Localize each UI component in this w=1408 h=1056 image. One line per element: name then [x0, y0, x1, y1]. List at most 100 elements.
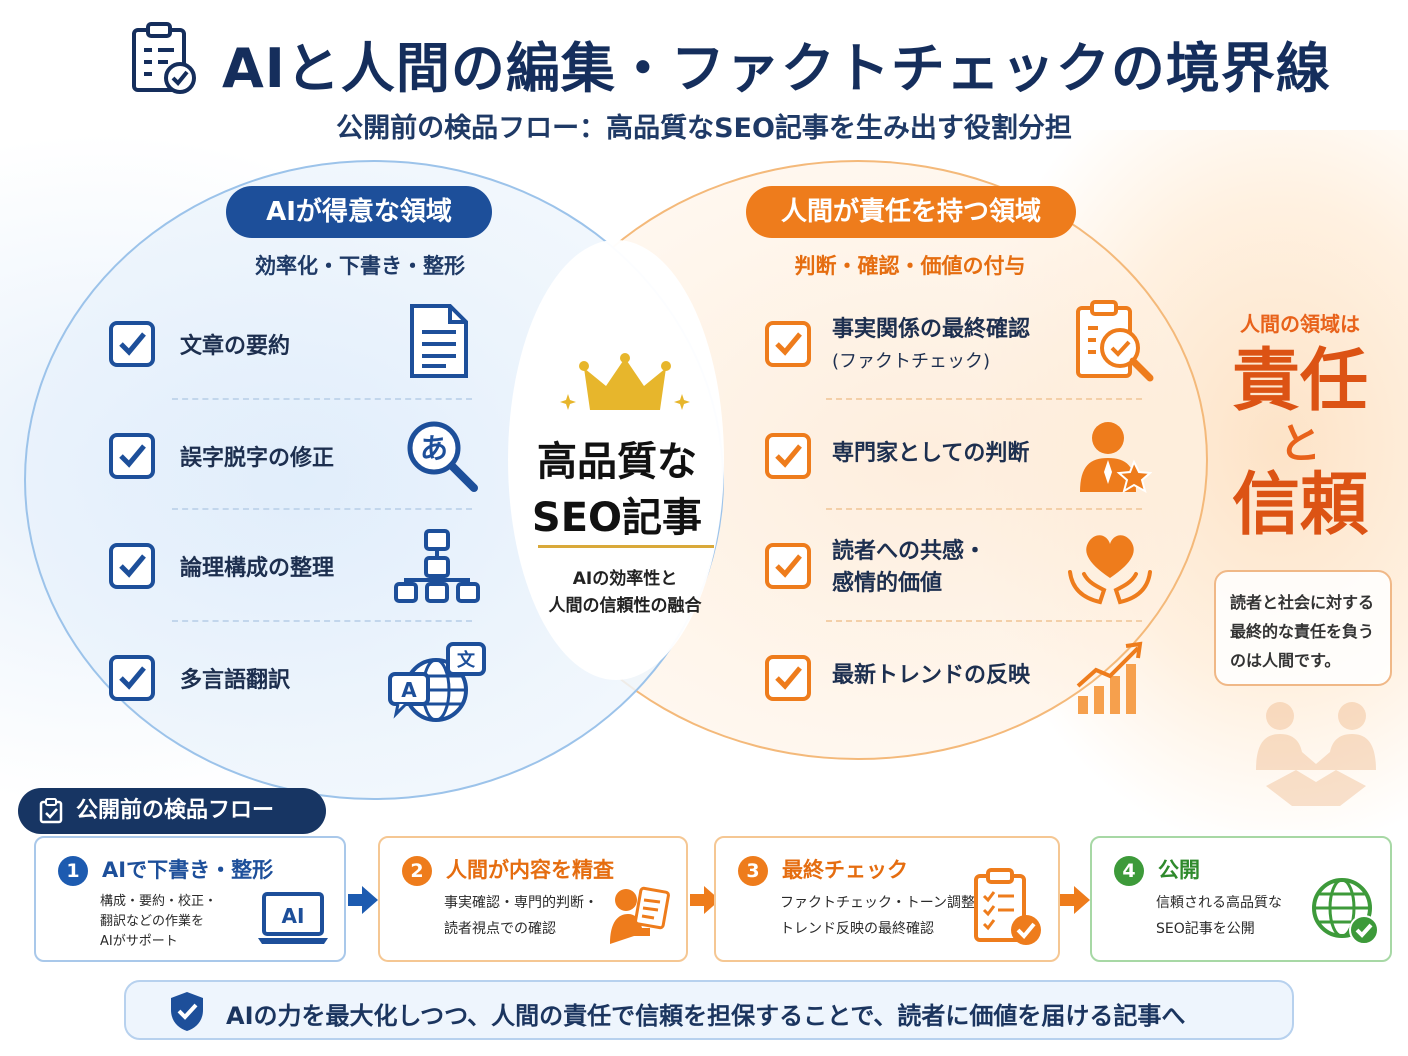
bottom-banner: [124, 980, 1294, 1040]
heart-hands-icon: [1068, 535, 1152, 605]
human-item: 事実関係の最終確認 (ファクトチェック): [764, 306, 1064, 376]
checkbox-icon: [109, 321, 155, 367]
checkbox-icon: [765, 543, 811, 589]
human-item-line: 事実関係の最終確認: [832, 317, 1031, 342]
laptop-badge: AI: [282, 904, 305, 928]
checklist-icon: [974, 868, 1041, 945]
step-desc-line: 翻訳などの作業を: [100, 914, 205, 929]
arrow-right-icon: [348, 886, 378, 914]
divider: [172, 620, 472, 622]
step-title: 最終チェック: [782, 858, 908, 882]
step-desc-line: AIがサポート: [100, 934, 178, 949]
ai-zone-title: AIが得意な領域: [226, 186, 492, 238]
checkbox-icon: [109, 655, 155, 701]
center-desc-line: 人間の信頼性の融合: [548, 596, 702, 616]
human-item: 読者への共感・ 感情的価値: [764, 528, 1064, 598]
human-item-label: 事実関係の最終確認 (ファクトチェック): [832, 314, 1030, 378]
human-item-label: 読者への共感・ 感情的価値: [832, 536, 986, 600]
human-item-label: 専門家としての判断: [832, 438, 1029, 470]
right-panel-intro: 人間の領域は: [1240, 312, 1360, 336]
keyword-trust: 信頼: [1231, 466, 1368, 545]
checkbox-icon: [765, 655, 811, 701]
step-number: 3: [738, 856, 768, 886]
step-title: 公開: [1158, 858, 1200, 882]
human-item-line: 最新トレンドの反映: [832, 663, 1031, 688]
step-desc-line: 読者視点での確認: [444, 921, 556, 937]
person-review-icon: [610, 886, 670, 944]
divider: [172, 508, 472, 510]
ai-item: 文章の要約: [108, 306, 488, 376]
ai-item: 多言語翻訳: [108, 640, 488, 710]
flow-step-3: 3 最終チェック ファクトチェック・トーン調整・ トレンド反映の最終確認: [714, 836, 1060, 962]
overlap-area: [508, 240, 724, 680]
arrow-right-icon: [1060, 886, 1090, 914]
human-item: 専門家としての判断: [764, 418, 1064, 488]
step-title: AIで下書き・整形: [102, 858, 274, 882]
checkbox-icon: [109, 433, 155, 479]
step-desc-line: SEO記事を公開: [1156, 921, 1255, 937]
flow-label: 公開前の検品フロー: [18, 788, 326, 834]
step-number: 4: [1114, 856, 1144, 886]
magnifier-a-icon: あ: [407, 421, 478, 492]
center-description: AIの効率性と 人間の信頼性の融合: [522, 566, 728, 620]
shield-check-icon: [171, 992, 203, 1031]
ai-item: 論理構成の整理: [108, 528, 488, 598]
handshake-icon: [1256, 702, 1376, 806]
arrow-right-icon: [690, 886, 720, 914]
human-item-line: 読者への共感・: [832, 539, 987, 564]
crown-icon: [560, 353, 690, 410]
checkbox-icon: [109, 543, 155, 589]
document-icon: [410, 304, 468, 378]
hierarchy-icon: [394, 529, 480, 603]
ai-item-label: 文章の要約: [180, 334, 291, 359]
clipboard-check-icon: [132, 22, 196, 94]
page-subtitle: 公開前の検品フロー：高品質なSEO記事を生み出す役割分担: [336, 113, 1072, 144]
step-desc-line: ファクトチェック・トーン調整・: [780, 895, 990, 911]
page-title: AIと人間の編集・ファクトチェックの境界線: [222, 37, 1331, 100]
flow-step-1: 1 AIで下書き・整形 構成・要約・校正・ 翻訳などの作業を AIがサポート A…: [34, 836, 346, 962]
step-description: 事実確認・専門的判断・ 読者視点での確認: [444, 890, 598, 942]
flow-step-4: 4 公開 信頼される高品質な SEO記事を公開: [1090, 836, 1392, 962]
center-divider: [538, 545, 714, 548]
step-desc-line: 事実確認・専門的判断・: [444, 895, 598, 911]
step-description: 構成・要約・校正・ 翻訳などの作業を AIがサポート: [100, 892, 217, 952]
ai-item-label: 多言語翻訳: [180, 668, 291, 693]
divider: [826, 398, 1142, 400]
step-description: 信頼される高品質な SEO記事を公開: [1156, 890, 1282, 942]
human-item: 最新トレンドの反映: [764, 640, 1064, 710]
divider: [826, 620, 1142, 622]
divider: [172, 398, 472, 400]
right-panel-keywords: 責任 と 信頼: [1200, 346, 1400, 542]
human-item-line: 専門家としての判断: [832, 441, 1030, 466]
expert-star-icon: [1080, 422, 1152, 494]
keyword-responsibility: 責任: [1231, 342, 1368, 421]
step-title: 人間が内容を精査: [446, 858, 614, 882]
svg-text:あ: あ: [420, 432, 448, 465]
step-desc-line: 構成・要約・校正・: [100, 894, 218, 909]
center-title-line: 高品質な: [537, 439, 697, 485]
human-item-line: (ファクトチェック): [832, 351, 991, 372]
center-desc-line: AIの効率性と: [572, 569, 678, 589]
ai-item-label: 誤字脱字の修正: [180, 446, 335, 471]
step-number: 1: [58, 856, 88, 886]
step-desc-line: 信頼される高品質な: [1156, 895, 1282, 911]
svg-text:A: A: [401, 678, 417, 702]
center-title-line: SEO記事: [531, 495, 703, 541]
human-zone-title: 人間が責任を持つ領域: [746, 186, 1076, 238]
right-panel-note: 読者と社会に対する 最終的な責任を負う のは人間です。: [1214, 570, 1392, 686]
trend-chart-icon: [1076, 641, 1143, 714]
human-zone-subtitle: 判断・確認・価値の付与: [794, 254, 1026, 278]
human-item-label: 最新トレンドの反映: [832, 660, 1030, 692]
svg-text:文: 文: [457, 649, 476, 671]
step-desc-line: トレンド反映の最終確認: [780, 921, 934, 937]
clipboard-search-icon: [1076, 300, 1154, 382]
bottom-banner-text: AIの力を最大化しつつ、人間の責任で信頼を担保することで、読者に価値を届ける記事…: [226, 1002, 1186, 1030]
globe-check-icon: [1312, 878, 1379, 945]
ai-item: 誤字脱字の修正: [108, 418, 488, 488]
ai-zone-subtitle: 効率化・下書き・整形: [255, 254, 465, 278]
step-number: 2: [402, 856, 432, 886]
laptop-ai-icon: AI: [258, 892, 328, 944]
human-item-line: 感情的価値: [832, 571, 943, 596]
keyword-and: と: [1278, 419, 1321, 468]
note-line: のは人間です。: [1230, 651, 1341, 670]
